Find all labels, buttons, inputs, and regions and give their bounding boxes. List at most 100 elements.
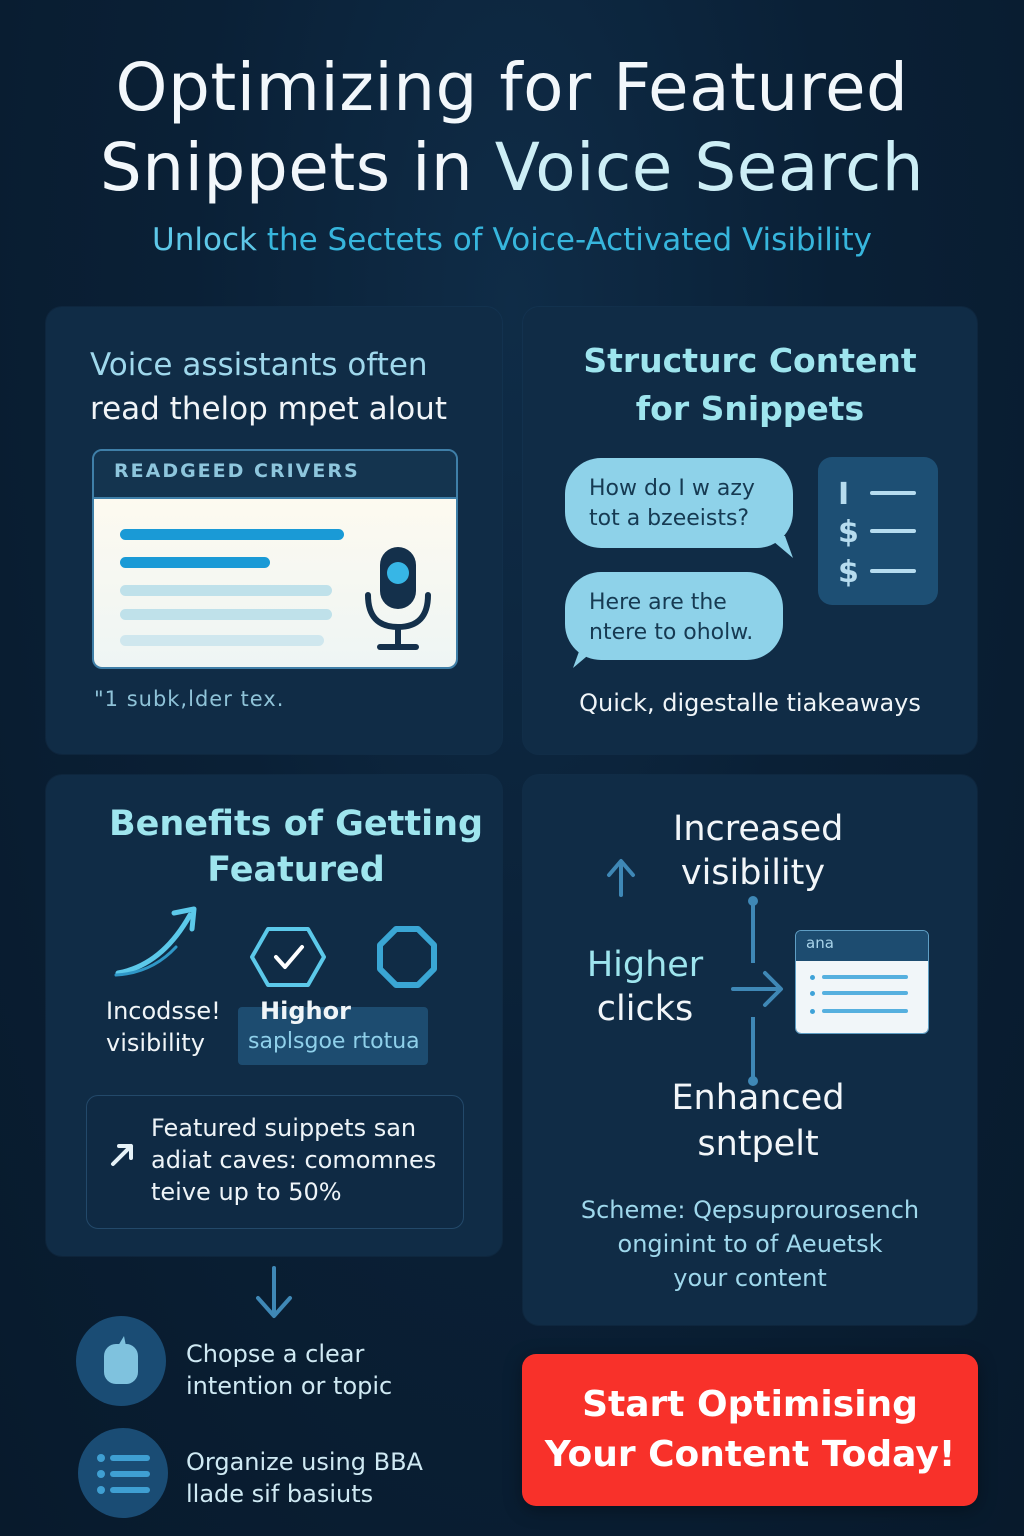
- stat-note-line1: Featured suippets san: [151, 1114, 417, 1142]
- flow-connector-icon: [731, 896, 783, 1086]
- result-dot: [810, 975, 815, 980]
- flow-left-label: Higher clicks: [585, 943, 705, 1031]
- checklist-icon: I $ $: [818, 457, 938, 605]
- subtitle-lead: Unlock: [152, 222, 257, 258]
- benefits-heading-line2: Featured: [207, 850, 385, 890]
- step-2-text: Organize using BBA llade sif basiuts: [186, 1446, 423, 1510]
- snippet-panel-label: READGEED CRIVERS: [94, 451, 456, 499]
- voice-card-heading-line1: Voice assistants often: [90, 347, 428, 383]
- flow-footer-line3: your content: [673, 1264, 827, 1292]
- snippet-line: [120, 557, 270, 568]
- answer-line2: ntere to oholw.: [589, 620, 754, 645]
- step-1-line2: intention or topic: [186, 1372, 393, 1400]
- step-1-line1: Chopse a clear: [186, 1340, 365, 1368]
- result-line: [822, 1009, 908, 1013]
- trending-up-icon: [114, 906, 197, 977]
- question-line2: tot a bzeeists?: [589, 506, 750, 531]
- benefit-visibility-label: Incodsse! visibility: [106, 995, 221, 1059]
- flow-footer-line2: onginint to of Aeuetsk: [617, 1230, 883, 1258]
- result-line: [822, 975, 908, 979]
- microphone-icon: [365, 547, 431, 650]
- benefits-heading-line1: Benefits of Getting: [108, 804, 484, 844]
- step-1-badge: [76, 1316, 166, 1406]
- answer-bubble: Here are the ntere to oholw.: [565, 572, 783, 668]
- flow-top-line1: Increased: [673, 809, 844, 849]
- flow-left-line1: Higher: [586, 945, 704, 985]
- benefits-card-heading: Benefits of Getting Featured: [76, 801, 516, 893]
- stat-note-text: Featured suippets san adiat caves: comom…: [151, 1112, 436, 1208]
- arrow-up-right-icon: [111, 1144, 133, 1166]
- question-line1: How do I w azy: [589, 476, 755, 501]
- result-line: [822, 991, 908, 995]
- voice-assistant-card: Voice assistants often read thelop mpet …: [46, 307, 502, 754]
- title-line-2-b: Voice Search: [494, 129, 925, 206]
- list-line: [870, 529, 916, 533]
- stat-note: Featured suippets san adiat caves: comom…: [86, 1095, 464, 1229]
- step-2-badge: [78, 1428, 168, 1518]
- list-line: [870, 491, 916, 495]
- cta-line2: Your Content Today!: [544, 1434, 956, 1475]
- structure-card-heading-line2: for Snippets: [635, 389, 865, 428]
- arrow-down-icon: [256, 1266, 292, 1318]
- bubble-tail: [767, 536, 793, 558]
- flow-top-line2: visibility: [680, 853, 826, 893]
- snippet-line: [120, 529, 344, 540]
- benefit-higher-head: Highor: [260, 997, 351, 1025]
- structure-card-heading: Structurc Content for Snippets: [523, 337, 977, 433]
- page-subtitle: Unlock the Sectets of Voice-Activated Vi…: [0, 222, 1024, 258]
- title-line-2: Snippets in Voice Search: [0, 128, 1024, 208]
- stat-note-line3: teive up to 50%: [151, 1178, 342, 1206]
- subtitle-rest: the Sectets of Voice-Activated Visibilit…: [256, 222, 872, 258]
- snippet-panel-body: [94, 499, 456, 667]
- flow-bottom-label: Enhanced sntpelt: [653, 1075, 863, 1167]
- voice-card-heading: Voice assistants often read thelop mpet …: [90, 343, 447, 431]
- start-optimising-button[interactable]: Start Optimising Your Content Today!: [522, 1354, 978, 1506]
- flow-top-label: Increased visibility: [673, 807, 844, 895]
- page-title: Optimizing for Featured Snippets in Voic…: [0, 48, 1024, 208]
- step-2-line1: Organize using BBA: [186, 1448, 423, 1476]
- title-line-1: Optimizing for Featured: [115, 49, 909, 126]
- list-mark: $: [838, 515, 859, 550]
- snippet-line: [120, 585, 332, 596]
- benefit-higher-label: Highor saplsgoe rtotua: [238, 997, 428, 1065]
- voice-card-footer: "1 subk,lder tex.: [94, 687, 285, 711]
- question-bubble: How do I w azy tot a bzeeists?: [565, 458, 793, 558]
- flow-card: Increased visibility Higher clicks ana E…: [523, 775, 977, 1325]
- voice-card-heading-line2: read thelop mpet alout: [90, 391, 447, 427]
- step-1-text: Chopse a clear intention or topic: [186, 1338, 392, 1402]
- benefit-visibility-line2: visibility: [106, 1029, 205, 1057]
- result-card-body: [796, 961, 928, 1033]
- benefits-card: Benefits of Getting Featured Incodsse! v…: [46, 775, 502, 1256]
- title-line-2-a: Snippets in: [99, 129, 495, 206]
- flow-bottom-line1: Enhanced: [671, 1078, 845, 1118]
- list-mark: $: [838, 555, 859, 590]
- result-dot: [810, 991, 815, 996]
- answer-line1: Here are the: [589, 590, 727, 615]
- structure-card-heading-line1: Structurc Content: [583, 341, 917, 380]
- result-card-label: ana: [796, 931, 928, 961]
- result-card-icon: ana: [795, 930, 929, 1034]
- octagon-icon: [377, 926, 437, 988]
- snippet-panel: READGEED CRIVERS: [92, 449, 458, 669]
- list-line: [870, 569, 916, 573]
- flow-footer-line1: Scheme: Qepsuprourosench: [580, 1196, 920, 1224]
- stat-note-line2: adiat caves: comomnes: [151, 1146, 437, 1174]
- snippet-line: [120, 609, 332, 620]
- structure-card-footer: Quick, digestalle tiakeaways: [579, 689, 921, 717]
- benefit-visibility-line1: Incodsse!: [106, 997, 221, 1025]
- list-icon: [97, 1454, 150, 1494]
- benefit-higher-sub: saplsgoe rtotua: [248, 1029, 420, 1054]
- structure-content-card: Structurc Content for Snippets How do I …: [523, 307, 977, 754]
- bubble-tail: [573, 646, 599, 668]
- arrow-up-icon: [607, 859, 635, 897]
- list-mark: I: [838, 477, 850, 512]
- step-2-line2: llade sif basiuts: [186, 1480, 374, 1508]
- snippet-line: [120, 635, 324, 646]
- flow-bottom-line2: sntpelt: [697, 1124, 819, 1164]
- check-badge-icon: [250, 927, 326, 987]
- flow-card-footer: Scheme: Qepsuprourosench onginint to of …: [523, 1193, 977, 1295]
- chat-bubble-icon: [104, 1336, 138, 1384]
- flow-left-line2: clicks: [596, 989, 694, 1029]
- result-dot: [810, 1009, 815, 1014]
- cta-line1: Start Optimising: [582, 1384, 918, 1425]
